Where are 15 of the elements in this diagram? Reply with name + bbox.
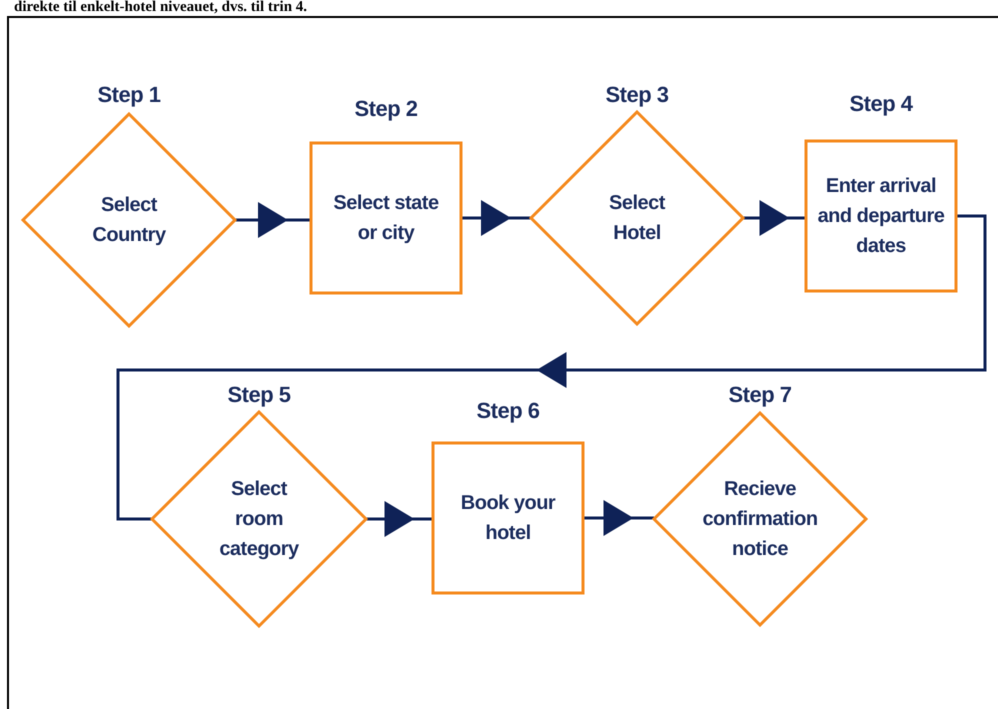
step-label: Step 6 <box>475 398 541 424</box>
step-text: Select room category <box>218 477 300 562</box>
step-text: Select Hotel <box>608 191 666 246</box>
step-label: Step 3 <box>604 82 670 108</box>
step-text: Select state or city <box>332 191 440 246</box>
step-label: Step 7 <box>727 382 793 408</box>
step-text: Recieve confirmation notice <box>701 477 819 562</box>
step-label: Step 5 <box>226 382 292 408</box>
step-label: Step 2 <box>353 96 419 122</box>
step-text: Select Country <box>91 193 167 248</box>
step-text: Book your hotel <box>460 491 556 546</box>
step-label: Step 1 <box>96 82 162 108</box>
note-text: direkte til enkelt-hotel niveauet, dvs. til trin 4. <box>14 0 308 16</box>
step-text: Enter arrival and departure dates <box>817 174 945 259</box>
step-label: Step 4 <box>848 91 914 117</box>
